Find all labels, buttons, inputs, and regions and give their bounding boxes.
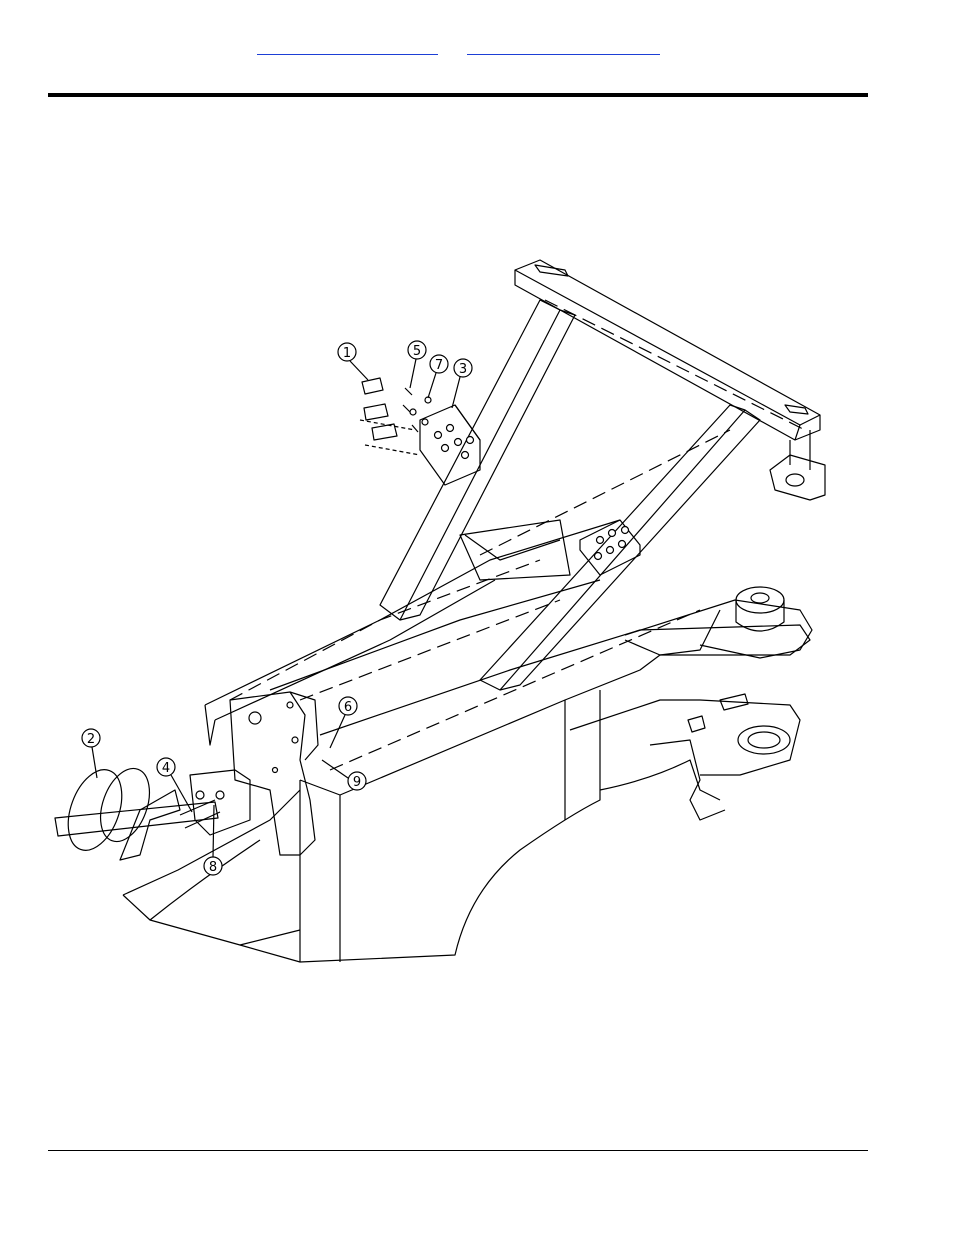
callout-8-label: 8 (209, 860, 217, 875)
header-link-right[interactable] (467, 40, 660, 55)
callout-1: 1 (338, 343, 368, 380)
callout-6-label: 6 (344, 700, 352, 715)
callout-2-label: 2 (87, 732, 95, 747)
callout-9-label: 9 (353, 775, 361, 790)
callout-4-label: 4 (162, 761, 170, 776)
upper-beam (205, 520, 810, 745)
header-rule (48, 93, 868, 97)
callout-4: 4 (157, 758, 192, 812)
footer-rule (48, 1150, 868, 1151)
hitch-plate (230, 692, 318, 855)
callout-1-label: 1 (343, 346, 351, 361)
parts-diagram: 1 5 7 3 6 9 2 4 8 (48, 240, 830, 972)
jack-foot-assembly (55, 762, 250, 860)
header-link-left[interactable] (257, 40, 438, 55)
callout-5: 5 (408, 341, 426, 388)
callout-6: 6 (330, 697, 357, 748)
frame-body (123, 610, 800, 962)
callout-7-label: 7 (435, 358, 443, 373)
callout-7: 7 (428, 355, 448, 398)
phantom-lines (230, 300, 805, 770)
callout-3-label: 3 (459, 362, 467, 377)
splice-plate-lower (580, 520, 640, 575)
callout-3: 3 (452, 359, 472, 408)
callout-5-label: 5 (413, 344, 421, 359)
splice-plate-upper (420, 405, 480, 485)
callout-9: 9 (322, 760, 366, 790)
top-crossbar (515, 260, 825, 500)
